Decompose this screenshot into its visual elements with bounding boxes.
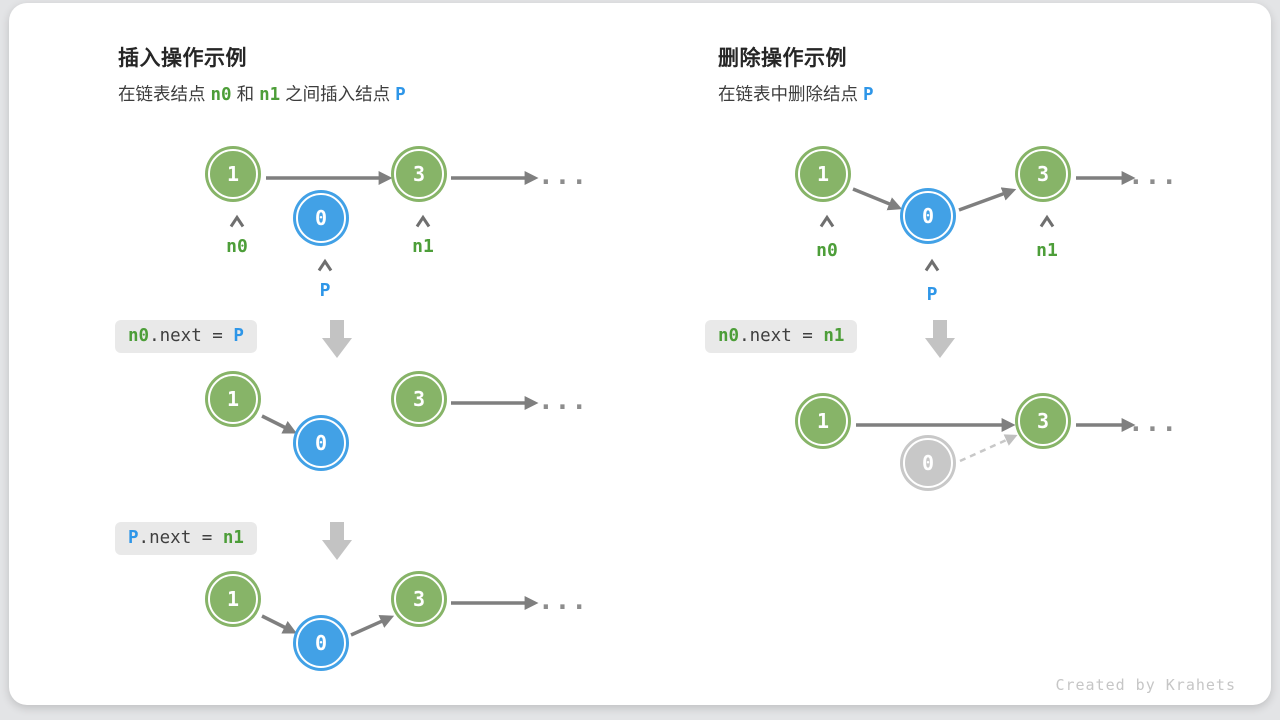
node-value: 0 — [314, 631, 328, 655]
delete-subtitle-pre: 在链表中删除结点 — [718, 84, 858, 104]
node-n0: 1 — [208, 149, 258, 199]
node-value: 3 — [1036, 162, 1050, 186]
node-value: 0 — [314, 206, 328, 230]
code-n0-next-p: n0.next = P — [115, 320, 257, 353]
code-rhs: P — [233, 326, 244, 346]
node-n1: 3 — [1018, 396, 1068, 446]
code-lhs: n0 — [718, 326, 740, 346]
node-p-removed: 0 — [903, 438, 953, 488]
node-n0: 1 — [208, 374, 258, 424]
insert-subtitle-pre: 在链表结点 — [118, 84, 206, 104]
code-p-next-n1: P.next = n1 — [115, 522, 257, 555]
node-n1: 3 — [394, 149, 444, 199]
node-n0: 1 — [208, 574, 258, 624]
code-n0-next-n1: n0.next = n1 — [705, 320, 858, 353]
label-p: P — [926, 284, 938, 305]
node-value: 1 — [226, 587, 240, 611]
label-p: P — [319, 280, 331, 301]
node-value: 0 — [921, 204, 935, 228]
code-mid: .next = — [149, 326, 234, 346]
token-n1: n1 — [259, 85, 281, 105]
delete-section-title: 删除操作示例 — [718, 47, 847, 70]
node-value: 0 — [921, 451, 935, 475]
code-rhs: n1 — [823, 326, 845, 346]
ellipsis: ... — [1128, 161, 1178, 191]
label-n1: n1 — [1036, 240, 1058, 261]
node-value: 1 — [226, 162, 240, 186]
ellipsis: ... — [1128, 408, 1178, 438]
node-n0: 1 — [798, 149, 848, 199]
node-p: 0 — [296, 193, 346, 243]
node-p: 0 — [903, 191, 953, 241]
credit-text: Created by Krahets — [1055, 676, 1236, 694]
token-n0: n0 — [210, 85, 232, 105]
node-value: 1 — [816, 162, 830, 186]
ellipsis: ... — [538, 586, 588, 616]
node-value: 1 — [816, 409, 830, 433]
node-value: 1 — [226, 387, 240, 411]
node-n1: 3 — [394, 574, 444, 624]
node-value: 3 — [412, 162, 426, 186]
label-n1: n1 — [412, 236, 434, 257]
node-n1: 3 — [1018, 149, 1068, 199]
ellipsis: ... — [538, 386, 588, 416]
node-value: 3 — [412, 387, 426, 411]
node-value: 3 — [1036, 409, 1050, 433]
label-n0: n0 — [226, 236, 248, 257]
token-p: P — [395, 85, 406, 105]
node-p: 0 — [296, 418, 346, 468]
code-rhs: n1 — [222, 528, 244, 548]
node-value: 0 — [314, 431, 328, 455]
code-mid: .next = — [138, 528, 223, 548]
ellipsis: ... — [538, 161, 588, 191]
code-lhs: n0 — [128, 326, 150, 346]
node-value: 3 — [412, 587, 426, 611]
node-n0: 1 — [798, 396, 848, 446]
diagram-card — [9, 3, 1271, 705]
node-p: 0 — [296, 618, 346, 668]
insert-subtitle-post: 之间插入结点 — [285, 84, 391, 104]
label-n0: n0 — [816, 240, 838, 261]
token-p: P — [863, 85, 874, 105]
code-lhs: P — [128, 528, 139, 548]
code-mid: .next = — [739, 326, 824, 346]
node-n1: 3 — [394, 374, 444, 424]
insert-section-title: 插入操作示例 — [118, 47, 247, 70]
insert-subtitle-and: 和 — [236, 84, 255, 104]
